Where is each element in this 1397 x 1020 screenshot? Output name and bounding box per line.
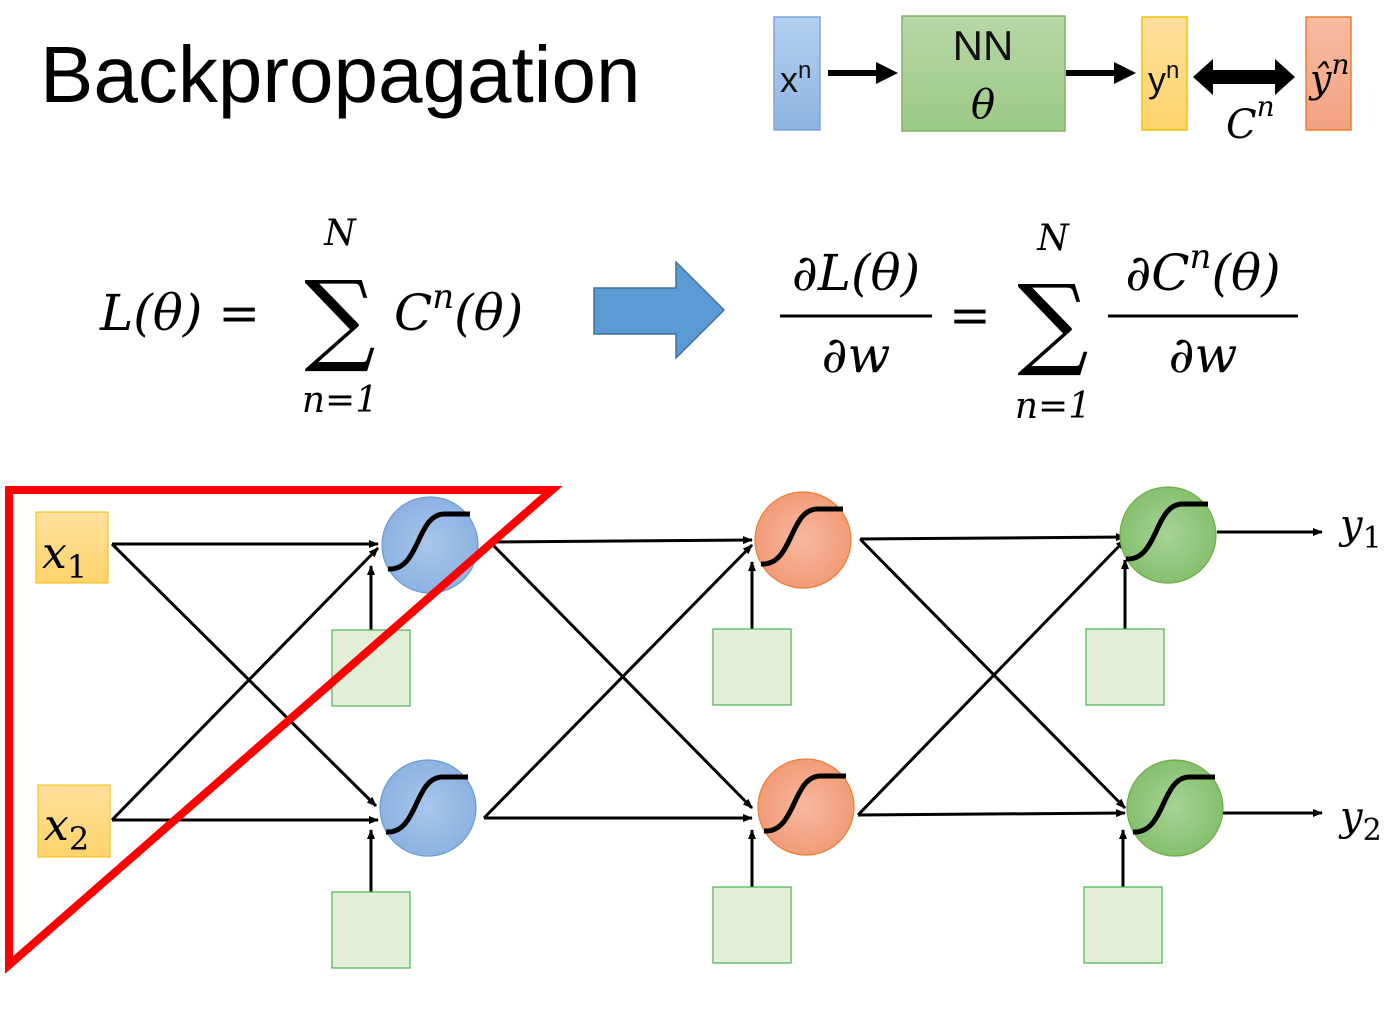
input-box xyxy=(773,16,821,131)
grad-sum-lower: n=1 xyxy=(1015,386,1091,427)
sigmoid-icon xyxy=(387,511,470,572)
sum-lower: n=1 xyxy=(302,380,378,421)
input-label: xn xyxy=(780,57,811,100)
neuron-circle xyxy=(381,496,479,594)
output-label-y2: y2 xyxy=(1338,794,1382,848)
neuron-circle xyxy=(757,758,855,856)
loss-equation: L(θ) = N ∑ n=1 Cn(θ) xyxy=(99,213,523,421)
grad-term-numerator: ∂Cn(θ) xyxy=(1125,237,1280,302)
implies-arrow-icon xyxy=(593,260,726,360)
sigmoid-icon xyxy=(385,774,468,835)
edge-arrow xyxy=(857,809,1126,818)
output-label: yn xyxy=(1148,57,1179,100)
neuron xyxy=(381,496,479,594)
nn-box xyxy=(901,15,1066,132)
edge-arrow xyxy=(110,546,380,822)
grad-denominator: ∂w xyxy=(822,326,891,384)
neuron xyxy=(1119,486,1217,584)
target-label: ŷn xyxy=(1308,48,1350,101)
target-box xyxy=(1305,16,1352,131)
edge-arrow xyxy=(489,536,753,545)
nn-param: θ xyxy=(971,82,995,128)
neuron xyxy=(1126,759,1224,857)
equals-sign: = xyxy=(949,286,991,344)
grad-numerator: ∂L(θ) xyxy=(792,244,920,302)
input-label-x1: x1 xyxy=(42,528,87,586)
bias-box xyxy=(1085,628,1165,706)
edge-arrow xyxy=(856,538,1127,817)
neuron xyxy=(754,491,852,589)
sum-symbol: ∑ xyxy=(304,259,375,376)
bias-box xyxy=(1083,886,1163,964)
arrow-head-icon xyxy=(876,62,898,84)
neuron-circle xyxy=(1126,759,1224,857)
neuron xyxy=(757,758,855,856)
bias-box xyxy=(712,886,792,964)
sigmoid-icon xyxy=(1125,501,1208,562)
bias-box xyxy=(331,891,411,969)
sigmoid-icon xyxy=(763,773,846,834)
bias-box xyxy=(712,628,792,706)
edge-arrow xyxy=(488,540,754,810)
output-box xyxy=(1141,16,1188,131)
neuron-circle xyxy=(754,491,852,589)
network-edges xyxy=(110,528,1323,892)
output-label-y1: y1 xyxy=(1338,502,1382,556)
neuron-circle xyxy=(379,759,477,857)
edge-arrow xyxy=(859,533,1126,542)
edge-arrow xyxy=(858,537,1127,810)
nn-label: NN xyxy=(953,22,1014,69)
neuron xyxy=(379,759,477,857)
cost-term: Cn(θ) xyxy=(394,277,523,342)
grad-sum-symbol: ∑ xyxy=(1017,263,1088,380)
arrow-head-icon xyxy=(1114,62,1136,84)
gradient-equation: ∂L(θ) ∂w = N ∑ n=1 ∂Cn(θ) ∂w xyxy=(780,218,1298,427)
grad-term-denominator: ∂w xyxy=(1169,326,1238,384)
cost-label: Cn xyxy=(1226,90,1275,148)
input-node-x1 xyxy=(35,511,109,584)
edge-arrow xyxy=(110,542,378,808)
sum-upper: N xyxy=(323,213,357,254)
slide-title: Backpropagation xyxy=(40,30,640,119)
neuron-circle xyxy=(1119,486,1217,584)
pipeline-diagram: xn NN θ yn Cn ŷn xyxy=(773,15,1352,148)
network-nodes xyxy=(331,486,1224,969)
sigmoid-icon xyxy=(1132,774,1215,835)
neural-network: x1 x2 y1 y2 xyxy=(35,486,1382,969)
highlight-triangle xyxy=(5,486,563,974)
grad-sum-upper: N xyxy=(1036,218,1070,259)
edge-arrow xyxy=(482,543,754,820)
sigmoid-icon xyxy=(760,506,843,567)
loss-lhs: L(θ) = xyxy=(99,284,260,342)
input-label-x2: x2 xyxy=(44,800,89,858)
double-arrow-icon xyxy=(1193,59,1295,95)
input-node-x2 xyxy=(37,784,111,858)
